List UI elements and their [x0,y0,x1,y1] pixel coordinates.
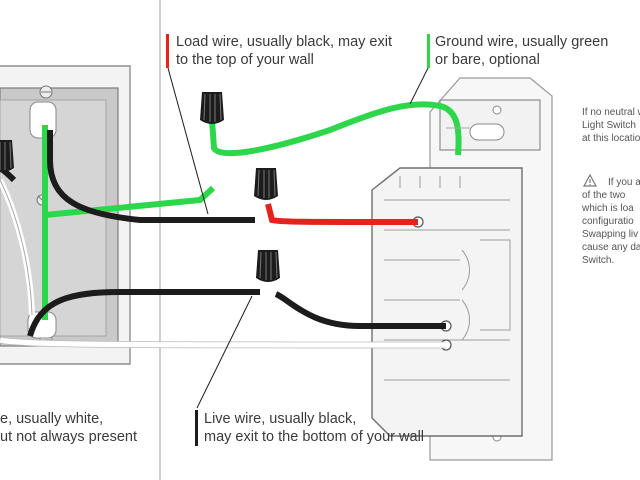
wire-nut-icon [254,168,278,200]
note-line: at this locatio [582,133,640,144]
load-wire-in [47,130,255,223]
load-leader-line [167,67,209,215]
live-leader-line [196,295,253,409]
callout-line: or bare, optional [435,52,540,68]
switch-body [371,167,523,437]
load-color-bar [166,34,169,68]
callout-line: may exit to the bottom of your wall [204,429,425,445]
note-line: which is loa [582,203,634,214]
ground-leader-line [409,67,429,105]
live-color-bar [195,410,198,446]
strap-slot [469,123,505,141]
callout-line: to the top of your wall [176,52,314,68]
neutral-side-note: If no neutral w Light Switch at this loc… [582,106,640,145]
note-line: Switch. [582,255,615,266]
note-line: of the two [582,190,626,201]
wire-nut-icon [256,250,280,282]
note-line: If no neutral w [582,107,640,118]
left-neutral-wire-outline [0,179,33,316]
warning-triangle-icon [582,173,598,187]
warning-side-note: If you a of the two which is loa configu… [582,176,640,267]
callout-line: Live wire, usually black, [204,411,357,427]
strap-screw [492,105,502,115]
live-wire-in [27,289,260,337]
ground-color-bar [427,34,430,68]
neutral-wire [0,337,447,348]
callout-line: Load wire, usually black, may exit [176,34,392,50]
load-wire-callout: Load wire, usually black, may exit to th… [176,33,392,69]
switch-body-fins [399,176,470,341]
note-line: configuratio [582,216,634,227]
neutral-wire-edge [0,336,447,349]
neutral-wire-callout: e, usually white, ut not always present [0,410,137,446]
callout-line: ut not always present [0,429,138,445]
ground-wire [209,101,462,157]
note-line: Light Switch [582,120,636,131]
callout-line: Ground wire, usually green [435,34,609,50]
wire-nut-icon [200,92,224,124]
note-line: If you a [608,177,640,188]
callout-line: e, usually white, [0,411,104,427]
ground-wire-callout: Ground wire, usually green or bare, opti… [435,33,608,69]
note-line: Swapping liv [582,229,639,240]
live-wire-out [274,291,446,329]
wire-nut-icon [0,140,14,172]
load-wire-out [265,203,419,225]
live-wire-callout: Live wire, usually black, may exit to th… [204,410,424,446]
note-line: cause any da [582,242,640,253]
